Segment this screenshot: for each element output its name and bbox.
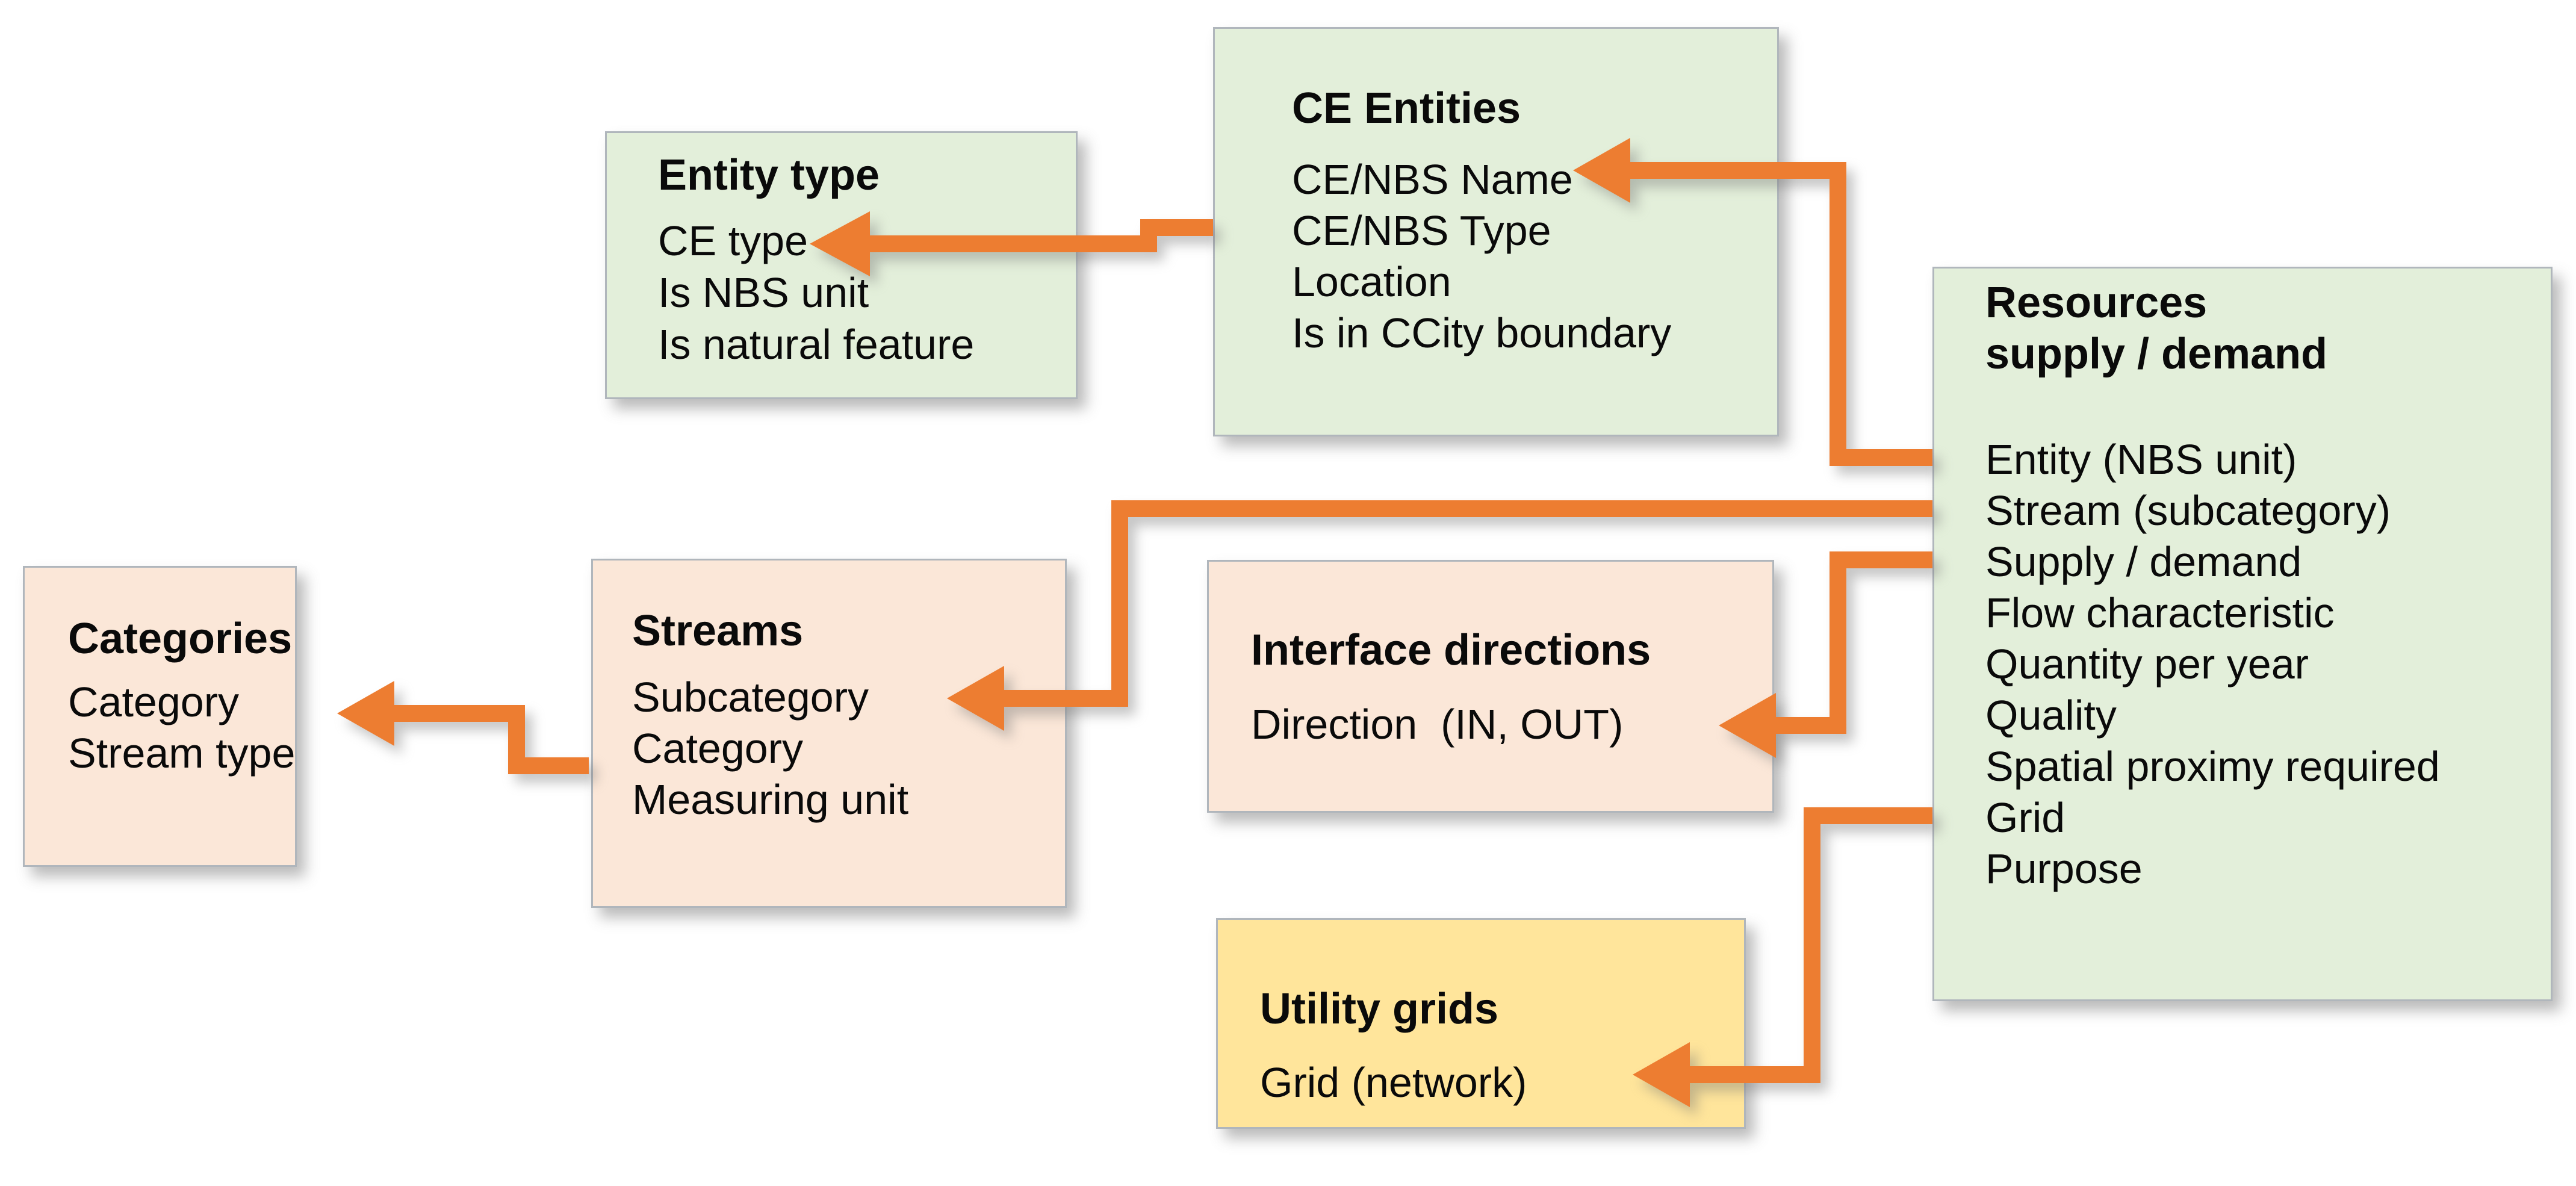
- box-utility-grids: Utility grids Grid (network): [1216, 918, 1746, 1129]
- field-measuring-unit: Measuring unit: [632, 776, 909, 823]
- field-location: Location: [1292, 258, 1451, 305]
- field-subcategory: Subcategory: [632, 674, 869, 721]
- field-is-nbs-unit: Is NBS unit: [658, 269, 869, 316]
- field-ce-nbs-name: CE/NBS Name: [1292, 156, 1573, 203]
- field-entity-nbs-unit: Entity (NBS unit): [1985, 436, 2297, 483]
- field-direction-in-out: Direction (IN, OUT): [1251, 701, 1624, 748]
- field-stream-subcategory: Stream (subcategory): [1985, 487, 2391, 534]
- field-ce-nbs-type: CE/NBS Type: [1292, 207, 1551, 254]
- box-categories-title: Categories: [68, 615, 293, 663]
- field-streams-category: Category: [632, 725, 804, 772]
- field-supply-demand: Supply / demand: [1985, 538, 2302, 585]
- field-ce-type: CE type: [658, 217, 808, 264]
- box-entity-type-title: Entity type: [658, 151, 880, 199]
- field-grid: Grid: [1985, 794, 2065, 841]
- box-categories: Categories Category Stream type: [23, 566, 297, 867]
- box-resources-title-line1: Resources: [1985, 279, 2208, 327]
- field-quantity-per-year: Quantity per year: [1985, 641, 2309, 688]
- field-grid-network: Grid (network): [1260, 1059, 1527, 1106]
- box-ce-entities-title: CE Entities: [1292, 84, 1521, 132]
- field-quality: Quality: [1985, 692, 2117, 739]
- field-stream-type: Stream type: [68, 730, 296, 777]
- box-streams-title: Streams: [632, 607, 804, 655]
- field-is-natural-feature: Is natural feature: [658, 321, 975, 368]
- box-resources-supply-demand: Resources supply / demand Entity (NBS un…: [1932, 267, 2553, 1001]
- box-resources-title-line2: supply / demand: [1985, 330, 2328, 378]
- field-flow-characteristic: Flow characteristic: [1985, 589, 2335, 636]
- field-is-in-ccity-boundary: Is in CCity boundary: [1292, 309, 1672, 356]
- field-spatial-proximy-required: Spatial proximy required: [1985, 743, 2440, 790]
- box-entity-type: Entity type CE type Is NBS unit Is natur…: [605, 131, 1078, 399]
- box-utility-grids-title: Utility grids: [1260, 985, 1499, 1033]
- field-purpose: Purpose: [1985, 845, 2143, 892]
- box-interface-directions: Interface directions Direction (IN, OUT): [1207, 560, 1774, 813]
- box-interface-directions-title: Interface directions: [1251, 626, 1651, 674]
- field-category: Category: [68, 678, 240, 725]
- box-streams: Streams Subcategory Category Measuring u…: [591, 559, 1067, 908]
- box-ce-entities: CE Entities CE/NBS Name CE/NBS Type Loca…: [1213, 27, 1779, 436]
- arrowhead-category-icon: [337, 681, 394, 746]
- arrow-streams-to-categories: [337, 681, 589, 774]
